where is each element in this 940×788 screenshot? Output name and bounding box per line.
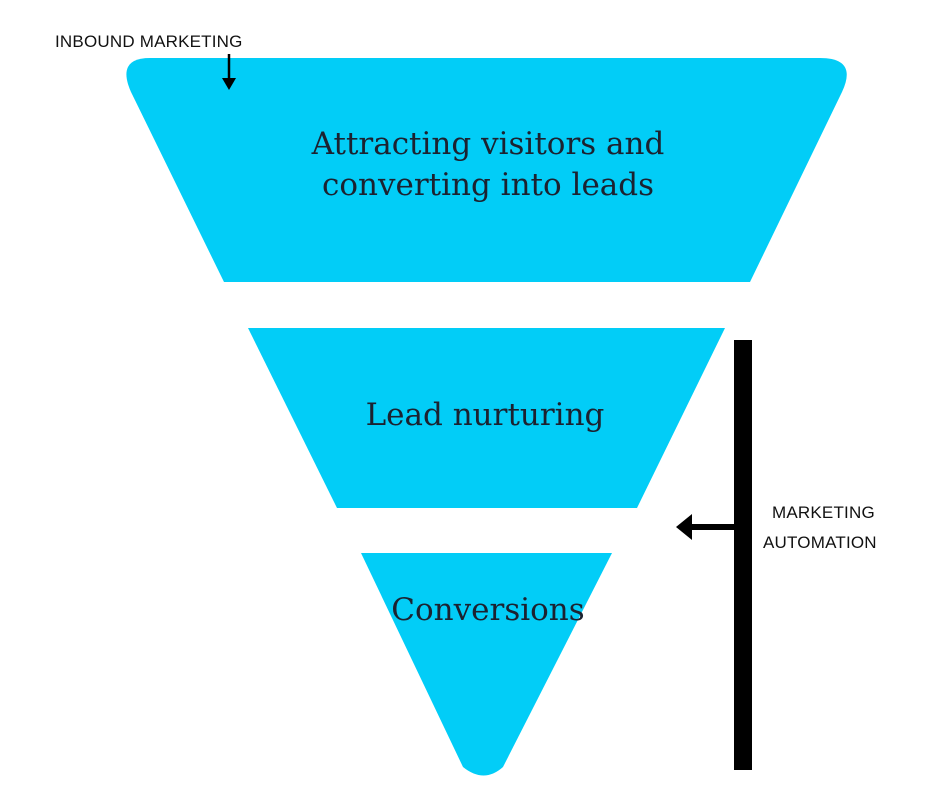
funnel-stage-3-shape [361, 553, 612, 776]
inbound-arrow [222, 54, 236, 90]
stage-1-line-1: Attracting visitors and [311, 126, 665, 162]
funnel-stage-2-shape [248, 328, 725, 508]
stage-1-text: Attracting visitors and converting into … [250, 124, 726, 206]
marketing-automation-label-line1: MARKETING [772, 503, 875, 522]
stage-2-text: Lead nurturing [365, 397, 605, 433]
marketing-automation-label-line2: AUTOMATION [763, 533, 877, 552]
automation-arrow [676, 514, 736, 540]
stage-3-text: Conversions [391, 592, 585, 628]
stage-1-line-2: converting into leads [321, 166, 655, 203]
inbound-marketing-label: INBOUND MARKETING [55, 32, 243, 51]
automation-bar [734, 340, 752, 770]
funnel-stage-1-shape [126, 58, 847, 282]
